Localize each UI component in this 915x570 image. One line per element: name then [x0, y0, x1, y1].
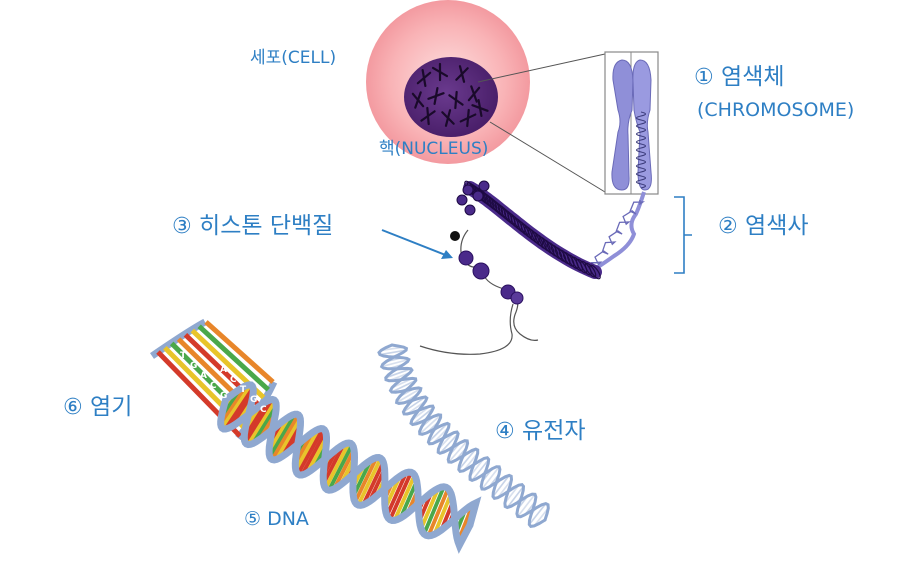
chromatin-fiber: [456, 180, 602, 280]
chromatin-tail-coil: [587, 200, 646, 275]
chromatin-bracket: [674, 196, 692, 274]
cell-label: 세포(CELL): [250, 48, 337, 68]
mini-chromosome: [427, 86, 445, 106]
histone-bead: [458, 250, 474, 266]
chromatin-label: ② 염색사: [718, 215, 809, 238]
zoom-lines: [477, 53, 606, 193]
base-letter: G: [190, 361, 197, 371]
base-letter: A: [220, 365, 227, 375]
histone-label: ③ 히스톤 단백질: [172, 215, 333, 238]
chromosome-text: 염색체: [721, 64, 785, 90]
chromatin-tail: [588, 191, 646, 274]
chromatid-right: [632, 59, 652, 191]
base-letter: C: [260, 405, 267, 415]
histone-number: ③: [172, 214, 192, 239]
mini-chromosome: [411, 91, 425, 109]
mini-chromosome: [467, 85, 481, 103]
base-letter: T: [240, 385, 247, 395]
mini-chromosome: [471, 98, 489, 118]
chromatin-number: ②: [718, 214, 738, 239]
base-number: ⑥: [63, 395, 83, 420]
dna-number: ⑤: [244, 508, 262, 530]
chromosome-number: ①: [694, 65, 714, 90]
chromatid-left: [611, 59, 634, 191]
mini-chromosome: [459, 108, 477, 128]
histone-arrow: [381, 229, 453, 259]
gene-text: 유전자: [522, 418, 586, 444]
base-letter: T: [180, 351, 187, 361]
base-letter: C: [210, 381, 217, 391]
dna-text: DNA: [267, 508, 309, 530]
chromosome-figure: [604, 51, 659, 195]
mini-chromosome: [455, 65, 469, 83]
base-letter: C: [230, 375, 237, 385]
base-text: 염기: [90, 394, 133, 420]
dna-helix: [150, 318, 482, 554]
histone-bead: [510, 291, 524, 305]
gene-number: ④: [495, 419, 515, 444]
histone-bead: [472, 262, 490, 280]
base-letter: G: [250, 395, 257, 405]
base-letter: G: [220, 391, 227, 401]
mini-chromosome: [441, 109, 455, 127]
nucleus-label: 핵(NUCLEUS): [379, 139, 489, 159]
mini-chromosome: [448, 90, 464, 110]
gene-label: ④ 유전자: [495, 420, 586, 443]
mini-chromosome: [416, 68, 432, 88]
nucleus-chromosomes: [411, 62, 489, 128]
cell: [366, 0, 530, 164]
histone-text: 히스톤 단백질: [199, 213, 334, 239]
gene-helix: [377, 343, 550, 529]
chromatin-text: 염색사: [745, 213, 809, 239]
mini-chromosome: [420, 106, 436, 126]
chromatid-coil: [635, 111, 647, 189]
chromosome-en-label: (CHROMOSOME): [697, 99, 855, 121]
dna-connector: [419, 303, 514, 355]
nucleosomes: [450, 229, 539, 341]
base-label: ⑥ 염기: [63, 396, 132, 419]
histone-bead: [450, 231, 460, 241]
mini-chromosome: [431, 62, 449, 82]
base-letter: A: [200, 371, 207, 381]
dna-label: ⑤ DNA: [244, 510, 309, 529]
chromosome-label: ① 염색체: [694, 66, 785, 89]
